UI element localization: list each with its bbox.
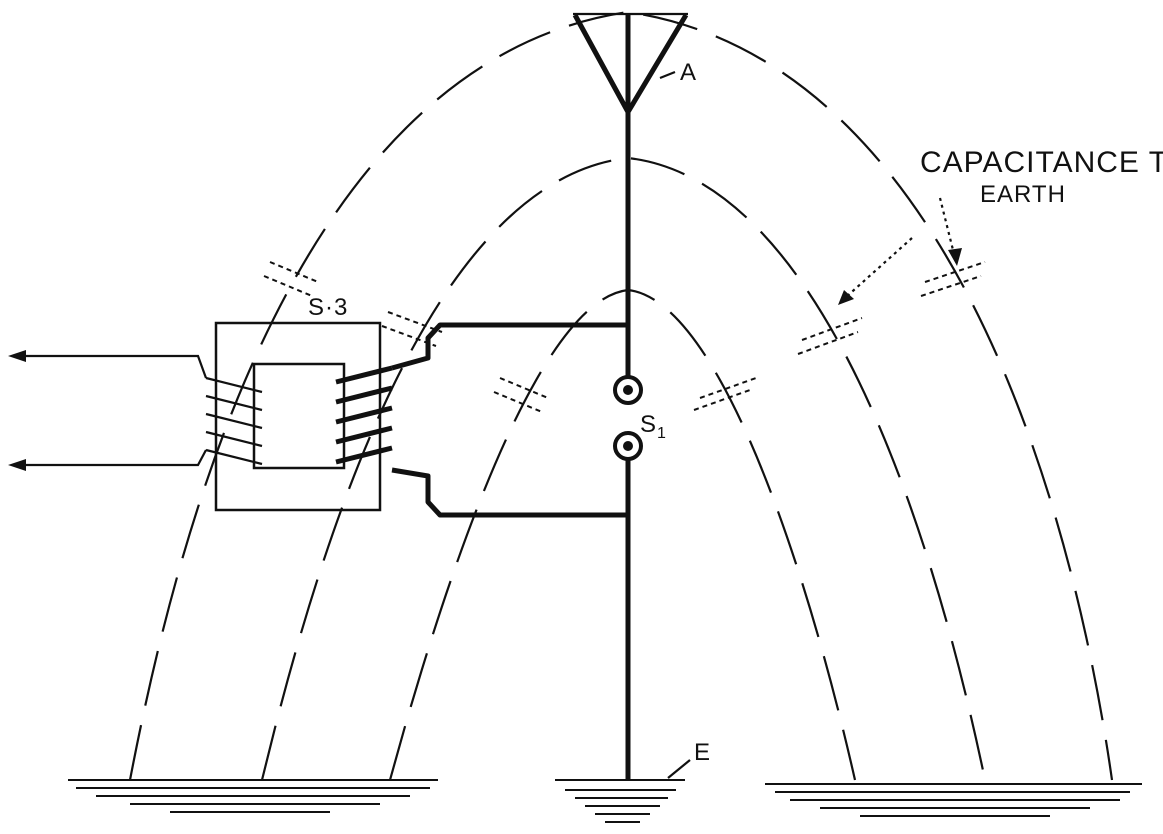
- primary-winding: [205, 376, 263, 466]
- label-transformer: S·3: [308, 294, 348, 321]
- transformer-core-inner: [252, 362, 346, 470]
- arrowhead: [838, 290, 854, 305]
- secondary-winding: [335, 365, 393, 465]
- arrowhead: [8, 459, 26, 471]
- spark-gap: [613, 375, 643, 461]
- field-line-inner: [388, 288, 857, 781]
- label-capacitance-line1: CAPACITANCE TO: [920, 146, 1163, 179]
- capacitance-marker: [263, 261, 319, 297]
- label-aerial: A: [680, 59, 697, 86]
- ground-left: [68, 779, 438, 813]
- transformer: [8, 321, 393, 512]
- earth-pointer: [667, 759, 691, 779]
- arrowhead: [8, 350, 26, 362]
- ground-center: [555, 779, 685, 823]
- label-earth: E: [694, 739, 711, 766]
- capacitance-marker: [920, 261, 986, 297]
- capacitance-marker: [693, 377, 757, 411]
- label-spark-gap-subscript: 1: [657, 425, 667, 442]
- field-line-middle: [260, 156, 987, 781]
- input-lead-lower: [22, 449, 207, 467]
- arrowhead: [948, 248, 962, 266]
- secondary-leads: [391, 322, 628, 518]
- field-line-outer: [128, 10, 1114, 781]
- aerial: [572, 12, 689, 115]
- label-spark-gap: S1: [640, 411, 667, 442]
- label-capacitance-line2: EARTH: [980, 181, 1066, 208]
- capacitance-marker: [797, 317, 863, 355]
- ground-right: [765, 783, 1142, 817]
- capacitance-pointers: [838, 197, 962, 305]
- input-lead-upper: [22, 354, 208, 379]
